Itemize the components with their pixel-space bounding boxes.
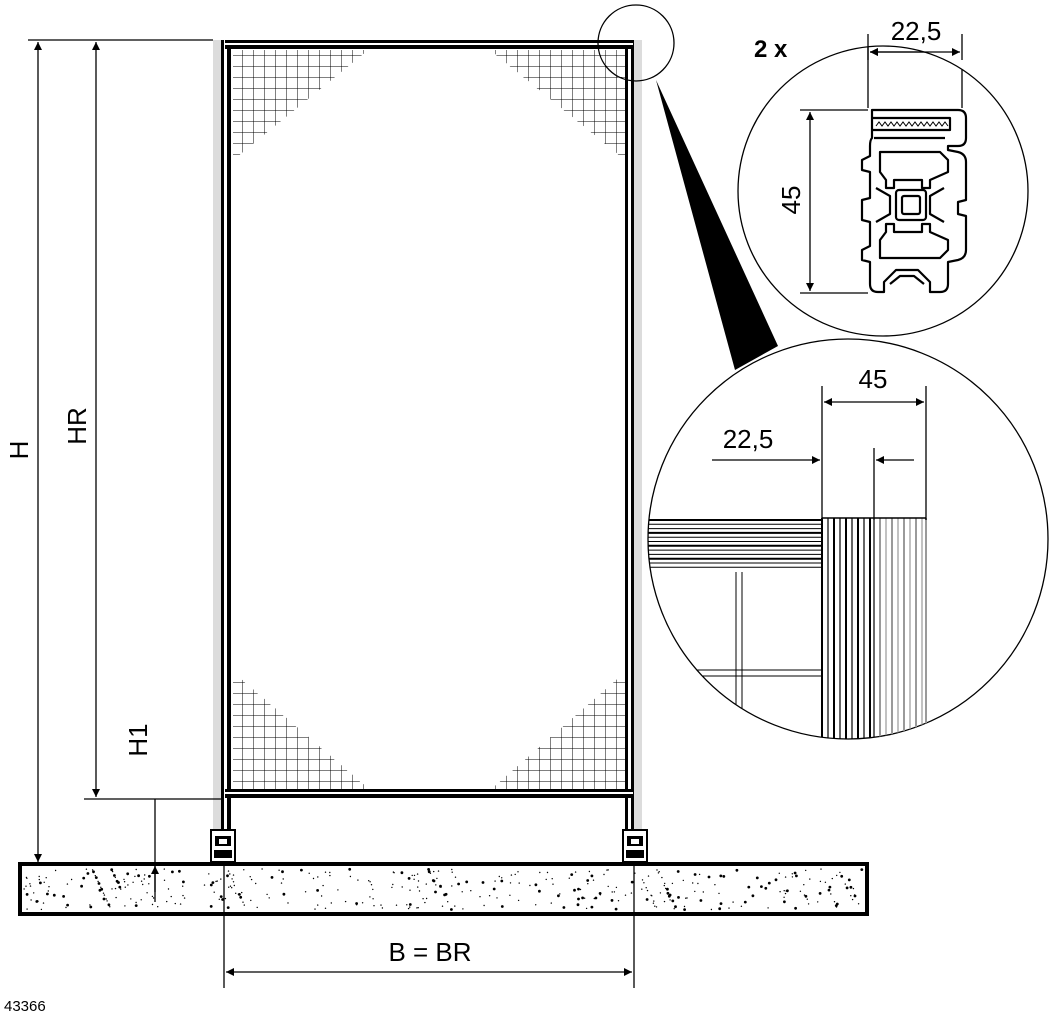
panel-frame [225,40,633,798]
detail-profile: 2 x 22,5 45 [737,16,1029,337]
label-corner-outer: 45 [859,364,888,394]
foot-left [210,829,236,863]
mesh-infill [233,50,625,790]
detail-corner: 45 22,5 [647,338,1049,740]
label-hr: HR [62,407,92,445]
label-quantity: 2 x [754,36,788,63]
drawing-number: 43366 [4,998,46,1015]
foot-right [622,829,648,863]
label-h: H [4,441,34,460]
floor-slab [18,862,869,916]
post-left [213,40,231,830]
profile-section [860,108,968,294]
label-profile-height: 45 [776,186,806,215]
label-b-br: B = BR [388,937,471,967]
label-profile-width: 22,5 [891,16,942,46]
label-h1: H1 [123,723,153,756]
detail-callout [597,4,778,370]
dimension-lines [28,39,635,988]
label-corner-inner: 22,5 [723,424,774,454]
post-right [625,40,642,830]
